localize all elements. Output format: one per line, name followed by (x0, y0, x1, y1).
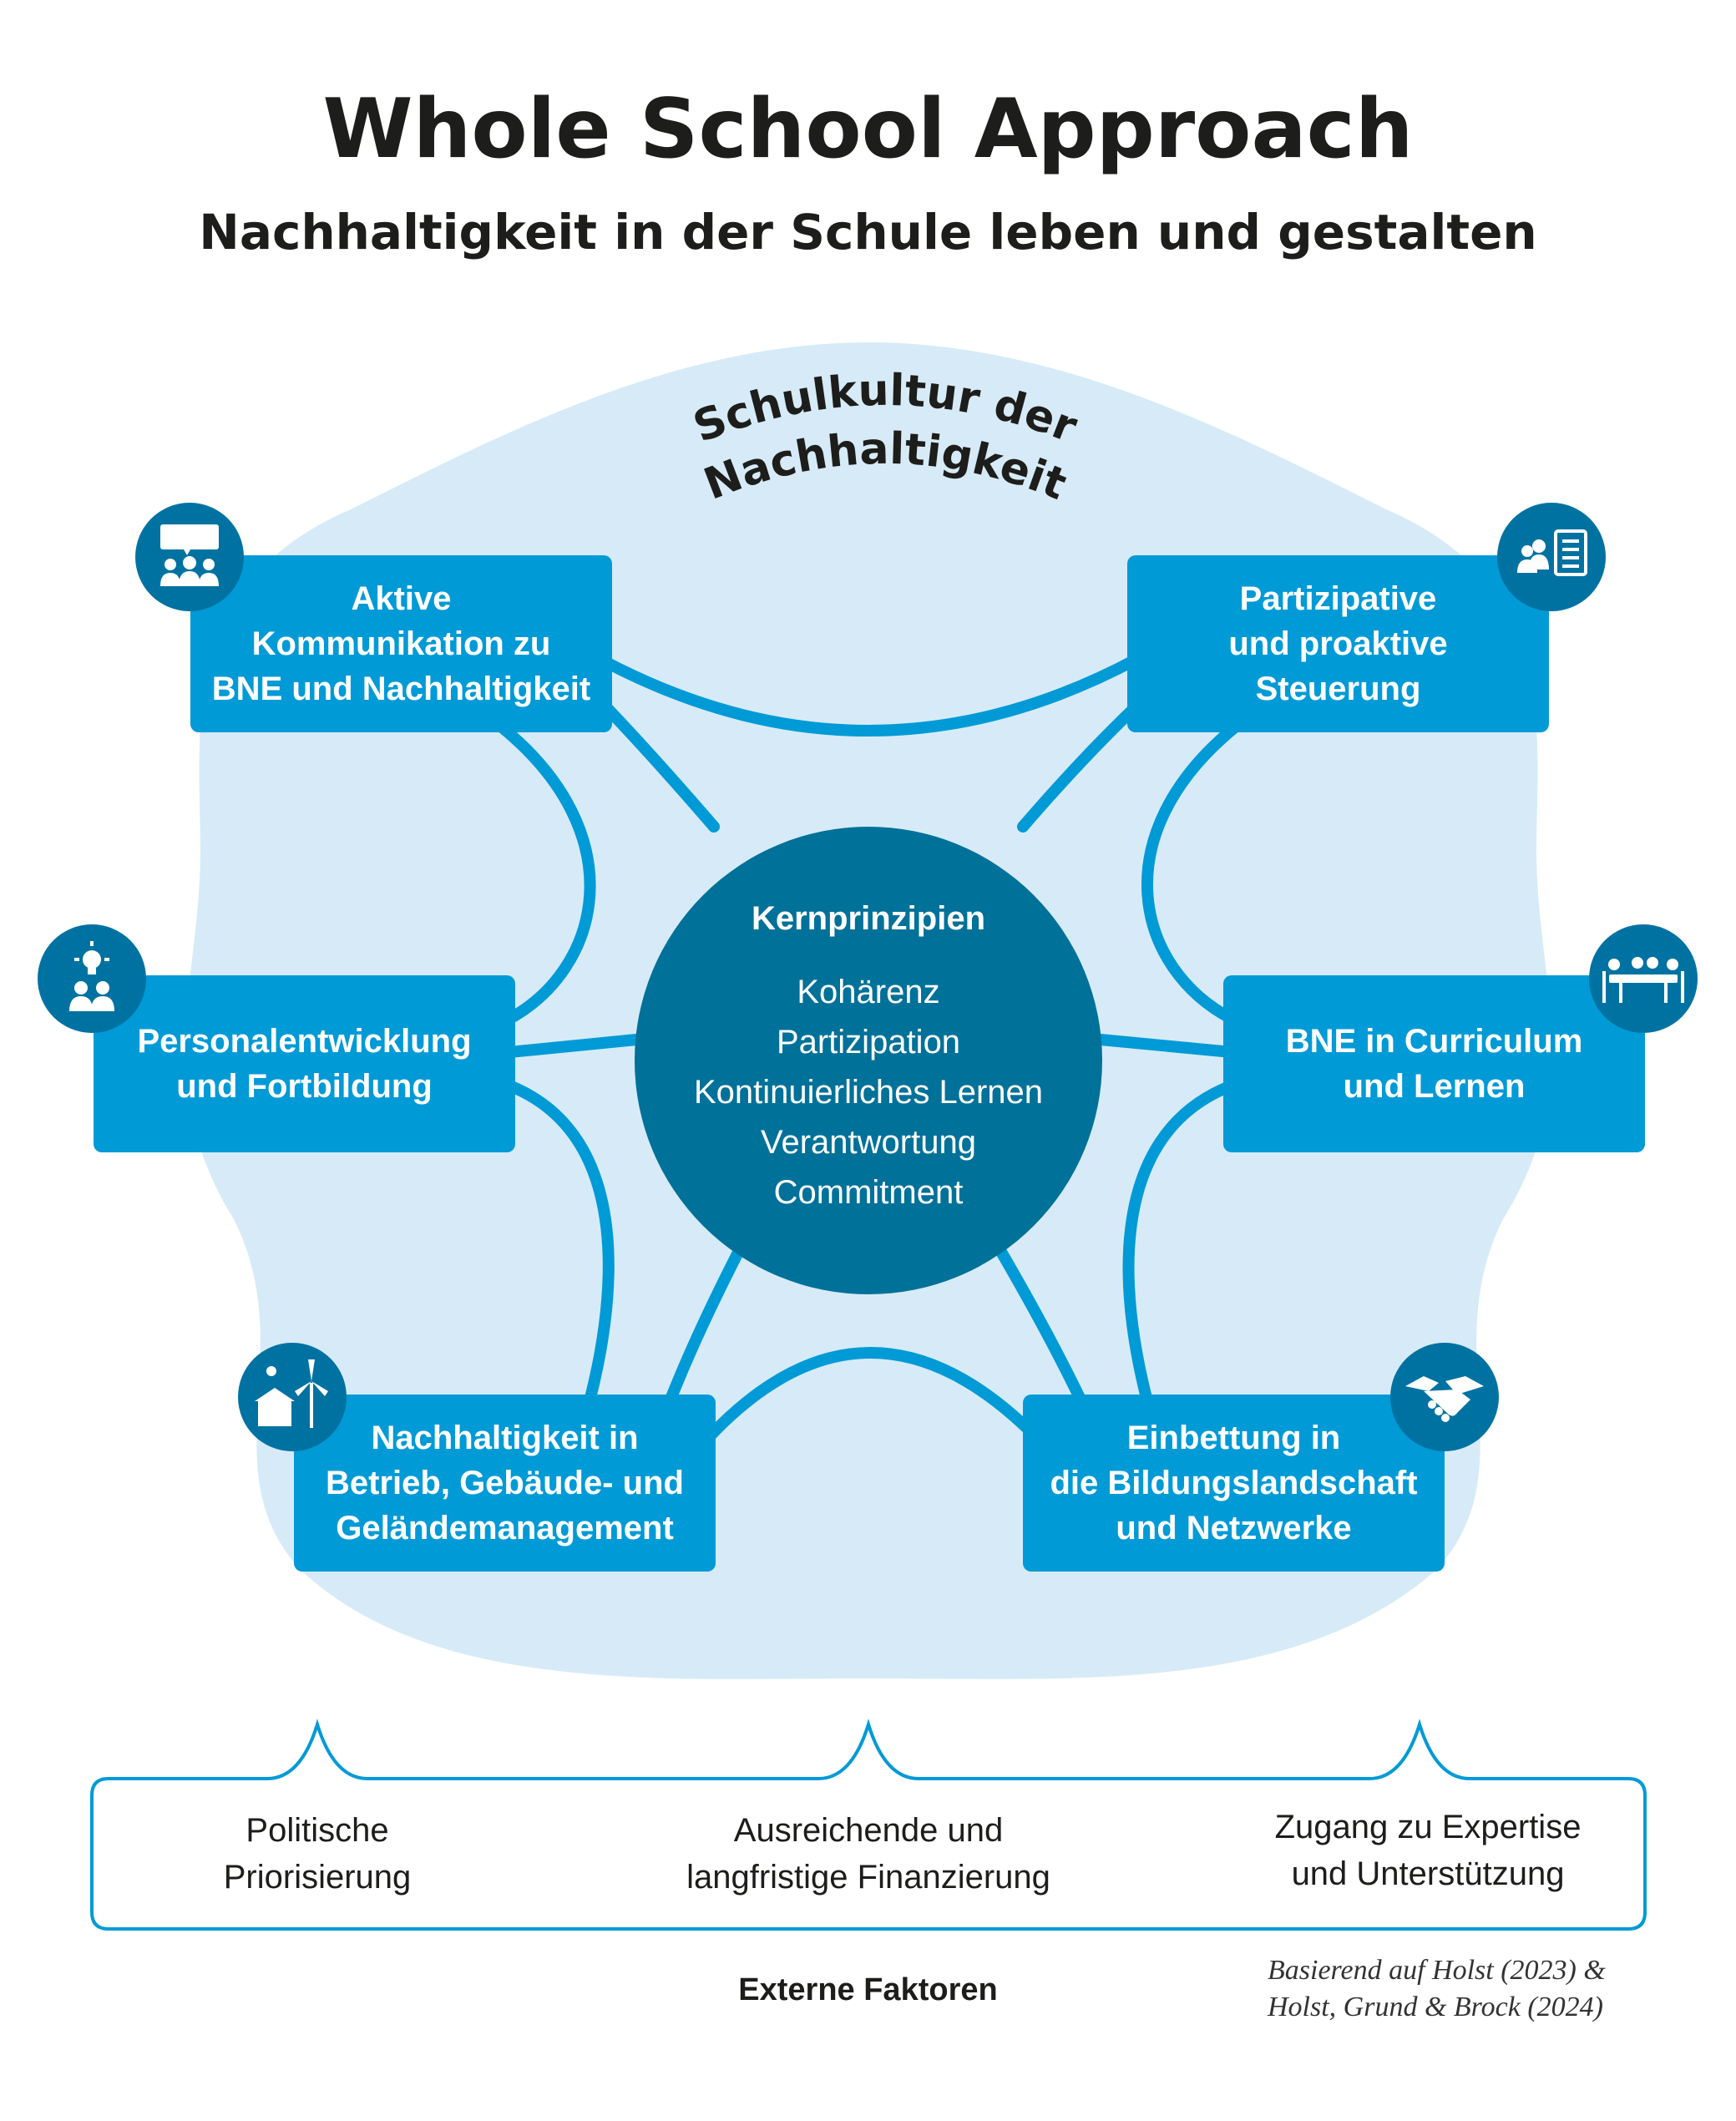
connector-core-right (1095, 1034, 1237, 1058)
source-note: Basierend auf Holst (2023) &Holst, Grund… (1268, 1955, 1606, 2022)
core-principle: Partizipation (776, 1024, 961, 1060)
badge-communication (135, 503, 244, 611)
connector-bottom-arc (704, 1347, 1041, 1442)
external-factors-bracket (90, 1719, 1647, 1931)
badge-operations (238, 1343, 347, 1451)
connector-top-arc (595, 654, 1141, 737)
core-principle: Kohärenz (797, 974, 940, 1010)
core-principle: Kontinuierliches Lernen (693, 1074, 1044, 1111)
meeting-table-icon (1602, 957, 1684, 1003)
connector-left-lower-curve (504, 1080, 615, 1425)
core-principle: Commitment (773, 1174, 964, 1211)
page-subtitle: Nachhaltigkeit in der Schule leben und g… (199, 204, 1537, 261)
wind-solar-building-icon (255, 1359, 328, 1428)
badge-networks (1390, 1343, 1499, 1451)
page-title: Whole School Approach (322, 82, 1414, 177)
idea-people-icon (69, 941, 114, 1011)
core-heading: Kernprinzipien (751, 900, 986, 937)
badge-steering (1497, 503, 1606, 611)
handshake-icon (1405, 1376, 1484, 1422)
connector-core-left (504, 1034, 642, 1058)
badge-curriculum (1589, 924, 1698, 1033)
connector-right-upper-curve (1141, 721, 1242, 1025)
core-principles-circle: Kernprinzipien Kohärenz Partizipation Ko… (635, 827, 1102, 1294)
core-principle: Verantwortung (761, 1124, 976, 1161)
connector-right-lower-curve (1122, 1080, 1237, 1425)
core-principles-list: Kohärenz Partizipation Kontinuierliches … (635, 967, 1102, 1217)
connector-left-upper-curve (495, 721, 596, 1025)
badge-staff-development (38, 924, 146, 1033)
people-checklist-icon (1517, 529, 1587, 576)
external-factors-label: Externe Faktoren (738, 1972, 998, 2007)
communication-group-icon (160, 524, 219, 586)
